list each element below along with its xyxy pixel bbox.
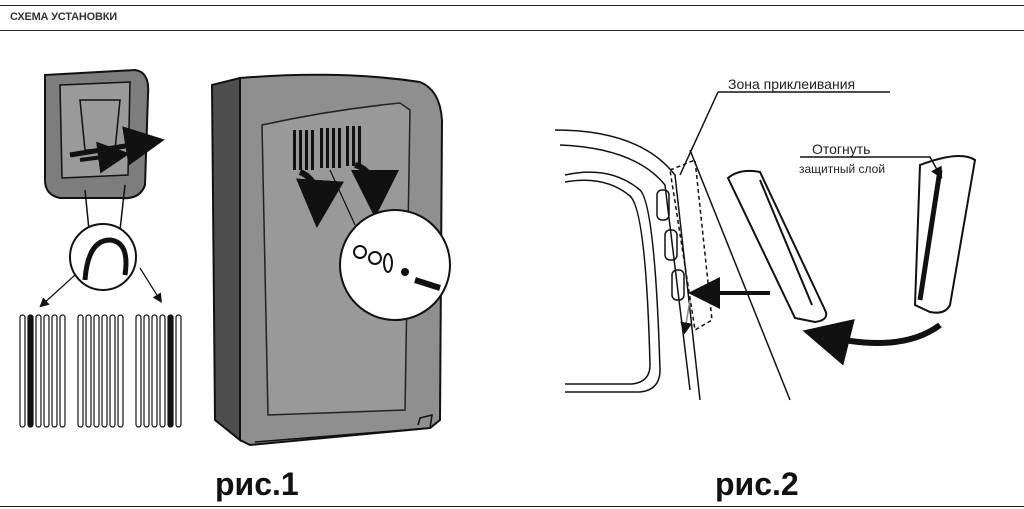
handle-illustration — [39, 68, 165, 308]
slot-bar — [27, 314, 34, 428]
figure-1-caption: рис.1 — [215, 466, 299, 502]
slot-bar — [77, 314, 84, 428]
slot-bar — [85, 314, 92, 428]
slot-bar — [151, 314, 158, 428]
section-title: СХЕМА УСТАНОВКИ — [10, 11, 117, 23]
slot-bar — [93, 314, 100, 428]
glue-zone-label: Зона приклеивания — [728, 76, 856, 92]
slot-bar — [51, 314, 58, 428]
slot-bar — [135, 314, 142, 428]
header-rule — [0, 30, 1024, 31]
figure-2-caption: рис.2 — [715, 466, 799, 502]
slot-bar — [175, 314, 182, 428]
handle-side-views — [726, 155, 977, 366]
slot-bar — [101, 314, 108, 428]
slot-bar — [109, 314, 116, 428]
peel-label-line2: защитный слой — [799, 162, 886, 176]
slot-bar — [35, 314, 42, 428]
window-frame-illustration — [554, 91, 890, 401]
slot-bar — [159, 314, 166, 428]
slot-bar — [43, 314, 50, 428]
slot-bar — [117, 314, 124, 428]
peel-label-line1: Отогнуть — [812, 141, 871, 157]
door-panel-illustration — [210, 73, 451, 447]
slot-bar — [59, 314, 66, 428]
slot-bar — [143, 314, 150, 428]
top-rule — [0, 5, 1024, 6]
slot-bar — [167, 314, 174, 428]
bottom-rule — [0, 506, 1024, 507]
slot-pattern — [19, 314, 182, 428]
slot-bar — [19, 314, 26, 428]
